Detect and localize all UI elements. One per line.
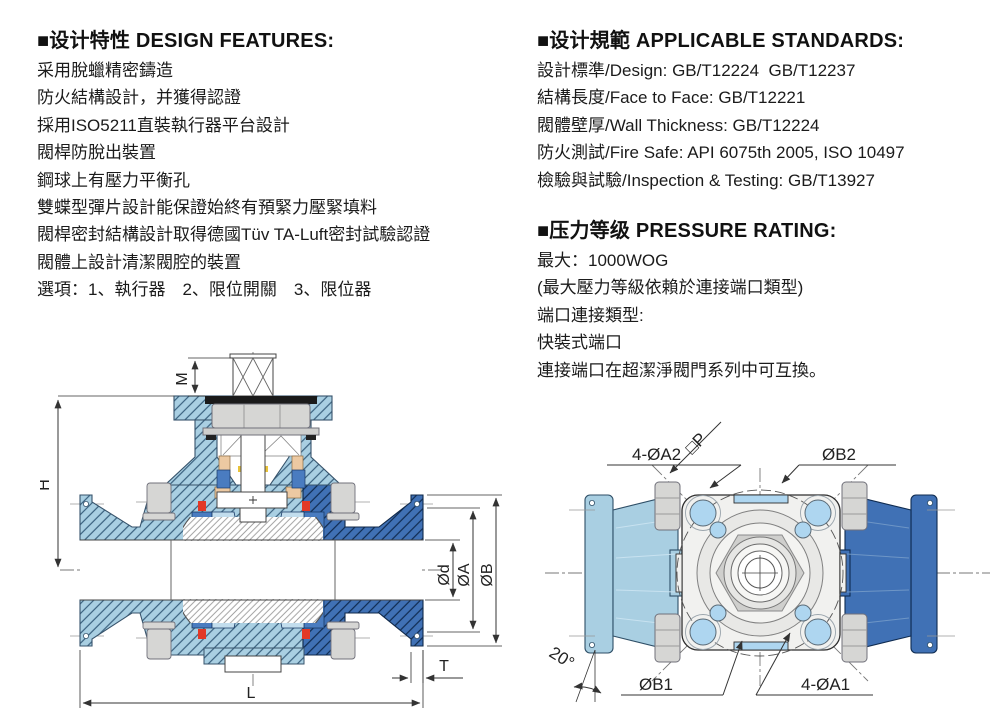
bottom-plug	[224, 655, 282, 673]
dim-label-b: ØB	[479, 563, 496, 586]
bolt-facets	[655, 497, 867, 647]
feature-line: 選項：1、執行器 2、限位開關 3、限位器	[37, 280, 372, 300]
dim-label-m: M	[174, 372, 191, 385]
pressure-rating-section: ■压力等级 PRESSURE RATING: 最大：1000WOG (最大壓力等…	[537, 218, 997, 384]
packing-gland	[216, 469, 306, 489]
standard-line: 設計標準/Design: GB/T12224 GB/T12237	[537, 61, 856, 80]
design-features-section: ■设计特性 DESIGN FEATURES: 采用脫蠟精密鑄造 防火結構設計，并…	[37, 28, 517, 304]
standard-line: 防火測試/Fire Safe: API 6075th 2005, ISO 104…	[537, 143, 905, 163]
feature-line: 鋼球上有壓力平衡孔	[37, 170, 190, 190]
pressure-line: 最大：1000WOG	[537, 251, 669, 271]
standard-line: 檢驗與試驗/Inspection & Testing: GB/T13927	[537, 170, 875, 190]
dim-label-b2: ØB2	[822, 445, 856, 464]
pressure-line: 快裝式端口	[537, 333, 622, 353]
dim-label-p: □P	[682, 429, 711, 458]
feature-line: 閥桿密封結構設計取得德國Tüv TA-Luft密封試驗認證	[37, 225, 431, 245]
dimension-lines	[54, 357, 502, 708]
feature-line: 防火結構設計，并獲得認證	[37, 88, 241, 108]
design-features-title: ■设计特性 DESIGN FEATURES:	[37, 30, 335, 52]
bore-edges	[80, 539, 423, 601]
end-view-labels: 4-ØA2 □P ØB2 ØB1 4-ØA1 20°	[546, 429, 856, 694]
standards-and-pressure-column: ■设计規範 APPLICABLE STANDARDS: 設計標準/Design:…	[537, 28, 997, 384]
center-rings	[676, 489, 844, 657]
dim-label-h: H	[40, 479, 53, 491]
feature-line: 雙蝶型彈片設計能保證始終有預緊力壓緊填料	[37, 198, 377, 218]
edge-ticks	[569, 509, 955, 637]
seat-seals	[198, 501, 310, 639]
dimension-labels: H M Ød ØA ØB T L	[40, 372, 496, 702]
feature-line: 閥體上設計清潔閥腔的裝置	[37, 252, 241, 272]
pressure-rating-title: ■压力等级 PRESSURE RATING:	[537, 220, 837, 243]
pressure-line: 連接端口在超潔淨閥門系列中可互換。	[537, 360, 826, 380]
dim-label-l: L	[247, 685, 256, 702]
standard-line: 結構長度/Face to Face: GB/T12221	[537, 88, 806, 108]
dim-label-4-a2: 4-ØA2	[632, 445, 681, 464]
counterbore-rings	[685, 495, 836, 650]
bolt-holes	[689, 499, 832, 646]
pressure-line: 端口連接類型:	[537, 305, 644, 325]
dim-label-b1: ØB1	[639, 675, 673, 694]
bore	[81, 541, 422, 599]
dim-label-a: ØA	[456, 563, 473, 586]
ferrule-notches	[589, 500, 933, 648]
corner-bolts	[654, 481, 868, 663]
pressure-line: (最大壓力等級依賴於連接端口類型)	[537, 278, 804, 298]
feature-line: 閥桿防脫出裝置	[37, 143, 156, 163]
body-bolts	[142, 482, 360, 660]
dim-label-angle: 20°	[546, 643, 578, 673]
dim-label-4-a1: 4-ØA1	[801, 675, 850, 694]
dim-label-d: Ød	[436, 564, 453, 585]
left-ferrule	[584, 493, 683, 654]
clamp-notches	[83, 500, 420, 639]
valve-end-view-drawing: 4-ØA2 □P ØB2 ØB1 4-ØA1 20°	[545, 421, 990, 703]
applicable-standards-section: ■设计規範 APPLICABLE STANDARDS: 設計標準/Design:…	[537, 28, 997, 194]
stem-top-hardware	[202, 353, 320, 440]
dim-label-t: T	[439, 658, 449, 675]
plate-edge-tabs	[733, 494, 789, 651]
leader-lines	[573, 421, 896, 703]
valve-cross-section-drawing: H M Ød ØA ØB T L	[40, 352, 502, 708]
feature-line: 采用脫蠟精密鑄造	[37, 61, 173, 80]
applicable-standards-title: ■设计規範 APPLICABLE STANDARDS:	[537, 30, 905, 52]
feature-line: 採用ISO5211直裝執行器平台設計	[37, 115, 290, 135]
standard-line: 閥體壁厚/Wall Thickness: GB/T12224	[537, 115, 820, 135]
